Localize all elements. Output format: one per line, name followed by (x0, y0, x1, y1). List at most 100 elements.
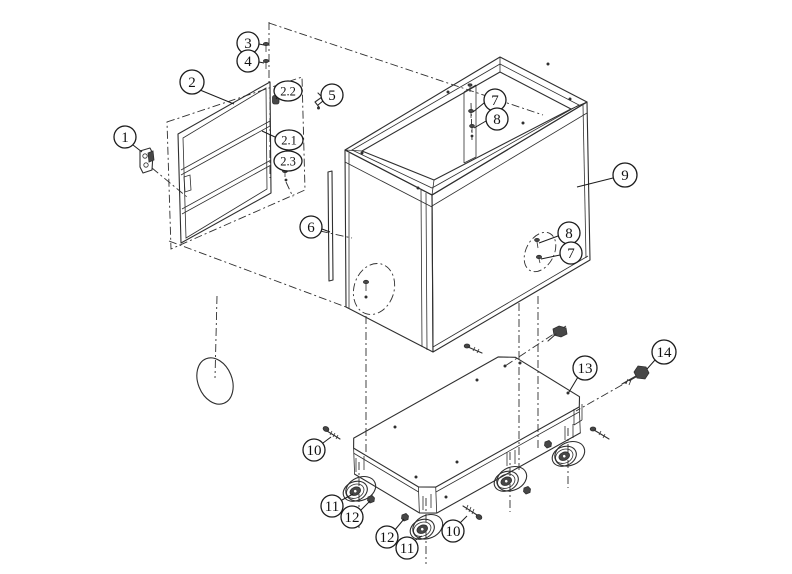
door-panel (177, 81, 272, 244)
callout-6: 6 (299, 215, 331, 239)
callout-4-label: 4 (244, 54, 252, 70)
bolt-10-left (322, 426, 341, 440)
hinge-hole-bottom (143, 162, 149, 168)
callout-11-left-label: 11 (325, 499, 339, 515)
plate-hole-dot (444, 495, 448, 499)
nuts (367, 440, 552, 522)
bolt-top-right (589, 426, 610, 440)
left-face-screw-tip (364, 295, 368, 299)
base-plate-notch (573, 404, 583, 426)
hinge-tab (147, 150, 155, 163)
callout-13-label: 13 (578, 361, 593, 377)
door-handle (183, 174, 192, 193)
callout-1: 1 (113, 125, 143, 153)
cabinet-right-rim-lip (431, 112, 588, 207)
caster (409, 494, 444, 564)
callout-12-left: 12 (340, 500, 371, 529)
callout-4: 4 (236, 49, 265, 73)
callout-2-3-label: 2.3 (280, 155, 296, 169)
base-plate (353, 356, 583, 514)
callout-6-label: 6 (307, 220, 315, 236)
hinge-projection-line (151, 167, 188, 198)
hinge-hole-top (142, 153, 148, 159)
caster (493, 450, 528, 512)
callout-2-1: 2.1 (261, 129, 304, 151)
door-outer-frame (177, 81, 272, 244)
callout-7-mid-label: 7 (567, 246, 575, 262)
plate-hole-dot (393, 425, 397, 429)
callout-9: 9 (576, 162, 638, 188)
cabinet-right-face (431, 101, 591, 353)
callout-8-top: 8 (473, 107, 509, 131)
callout-5-label: 5 (328, 88, 336, 104)
nut (523, 486, 531, 495)
projection-lines (151, 22, 637, 470)
bolt-14 (621, 365, 650, 386)
base-plate-top (353, 356, 581, 488)
door-to-cabinet-projection-bottom (168, 240, 347, 308)
callout-11-left: 11 (320, 493, 354, 518)
bolt14-axis (575, 376, 637, 412)
bolt-10-right (462, 504, 483, 520)
divider-screw-8-tip (470, 134, 474, 138)
interior-divider (463, 84, 477, 164)
back-rim-screw (467, 83, 473, 87)
strip-outline (327, 170, 334, 282)
cabinet-corner-post (420, 189, 428, 351)
cabinet-right-bottom-lip (432, 255, 589, 348)
callout-8-mid-label: 8 (565, 226, 573, 242)
cabinet-body (344, 56, 591, 353)
callouts: 1 2 3 4 5 2.1 2.2 (113, 31, 677, 560)
door-rail-lower (181, 159, 272, 215)
callout-2-2-label: 2.2 (280, 85, 296, 99)
door-boundary-box (166, 76, 306, 250)
plate-hole-dot (455, 460, 459, 464)
caster (551, 424, 586, 488)
callout-7-mid: 7 (540, 241, 583, 265)
callout-12-mid: 12 (375, 518, 405, 549)
base-plate-corner-edges (353, 406, 581, 514)
right-face-detail-ellipse (523, 231, 557, 273)
right-face-screw8-head (534, 237, 540, 242)
callout-2-1-label: 2.1 (281, 134, 297, 148)
mid-hex-bolt (503, 325, 568, 368)
rim-dot (546, 62, 550, 66)
rim-miters (344, 57, 588, 196)
right-face-screw7-head (536, 254, 543, 260)
nut (544, 440, 552, 449)
callout-3: 3 (236, 31, 265, 55)
callout-7-top-label: 7 (491, 93, 499, 109)
callout-10-right-label: 10 (446, 524, 461, 540)
cabinet-left-rim-lip (344, 161, 433, 208)
plate-hole-dot (414, 475, 418, 479)
casters (342, 424, 586, 564)
callout-9-label: 9 (621, 168, 629, 184)
callout-2-label: 2 (188, 75, 196, 91)
divider-screw-axis (470, 102, 473, 141)
hinge-body (139, 147, 154, 174)
door-inner-frame (182, 87, 268, 239)
callout-8-mid: 8 (538, 221, 581, 245)
screw23-axis (285, 181, 294, 198)
rim-dot (416, 186, 420, 190)
right-face-screw7-shaft (538, 258, 541, 264)
detail-ellipse (196, 357, 234, 405)
callout-5: 5 (317, 83, 344, 107)
callout-3-label: 3 (244, 36, 252, 52)
left-face-screw-head (362, 279, 369, 285)
callout-10-left-label: 10 (307, 443, 322, 459)
callout-11-mid: 11 (395, 535, 423, 560)
plate-hole-dot (475, 378, 479, 382)
hinge-part (139, 147, 155, 174)
callout-2-2: 2.2 (273, 80, 303, 102)
pin-5-tip (317, 106, 320, 110)
door-rail-upper (180, 120, 271, 176)
rim-dot (360, 151, 364, 155)
callout-2: 2 (179, 69, 235, 105)
callout-14-label: 14 (657, 345, 673, 361)
rim-dot (446, 90, 450, 94)
plate-hole-dot (566, 391, 570, 395)
nut (401, 513, 409, 522)
